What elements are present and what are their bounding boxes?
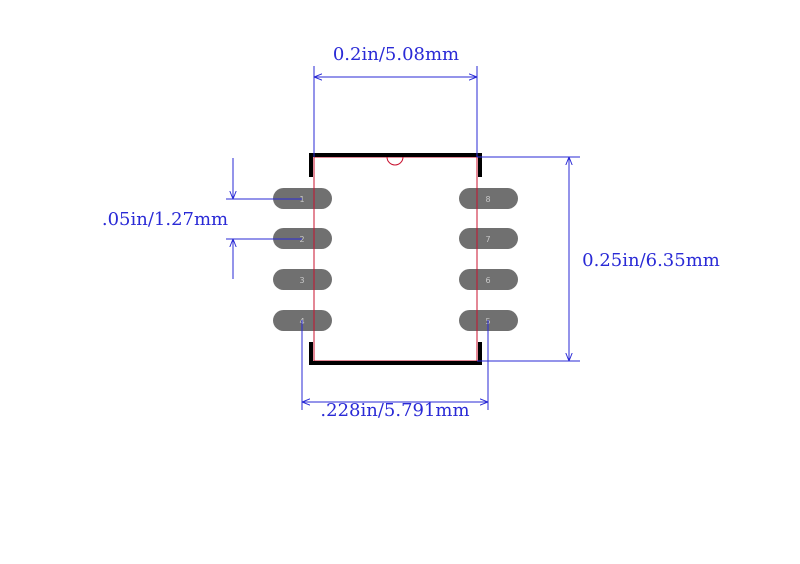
pin1-notch (386, 156, 404, 166)
silk-bottom (309, 342, 482, 365)
pad-8: 8 (459, 188, 518, 209)
pads-right: 8 7 6 5 (459, 188, 518, 331)
dimension-height-label: 0.25in/6.35mm (582, 250, 720, 271)
dimension-height (477, 156, 580, 362)
dimension-pitch (226, 158, 302, 279)
silk-top (309, 153, 482, 177)
silkscreen-outline (309, 153, 482, 365)
dimension-bottom-width (301, 320, 489, 410)
pads-left: 1 2 3 4 (273, 188, 332, 331)
pad-label-3: 3 (299, 276, 304, 285)
pad-6: 6 (459, 269, 518, 290)
pad-7: 7 (459, 228, 518, 249)
package-outline (313, 156, 478, 362)
dimension-bottom-width-label: .228in/5.791mm (320, 400, 469, 421)
dimension-top-width (313, 66, 478, 157)
package-outline-overlay (313, 157, 478, 361)
pad-label-6: 6 (485, 276, 490, 285)
pad-label-8: 8 (485, 195, 490, 204)
pad-label-7: 7 (485, 235, 490, 244)
dimension-pitch-label: .05in/1.27mm (102, 209, 228, 230)
dimension-top-width-label: 0.2in/5.08mm (333, 44, 459, 65)
pad-3: 3 (273, 269, 332, 290)
